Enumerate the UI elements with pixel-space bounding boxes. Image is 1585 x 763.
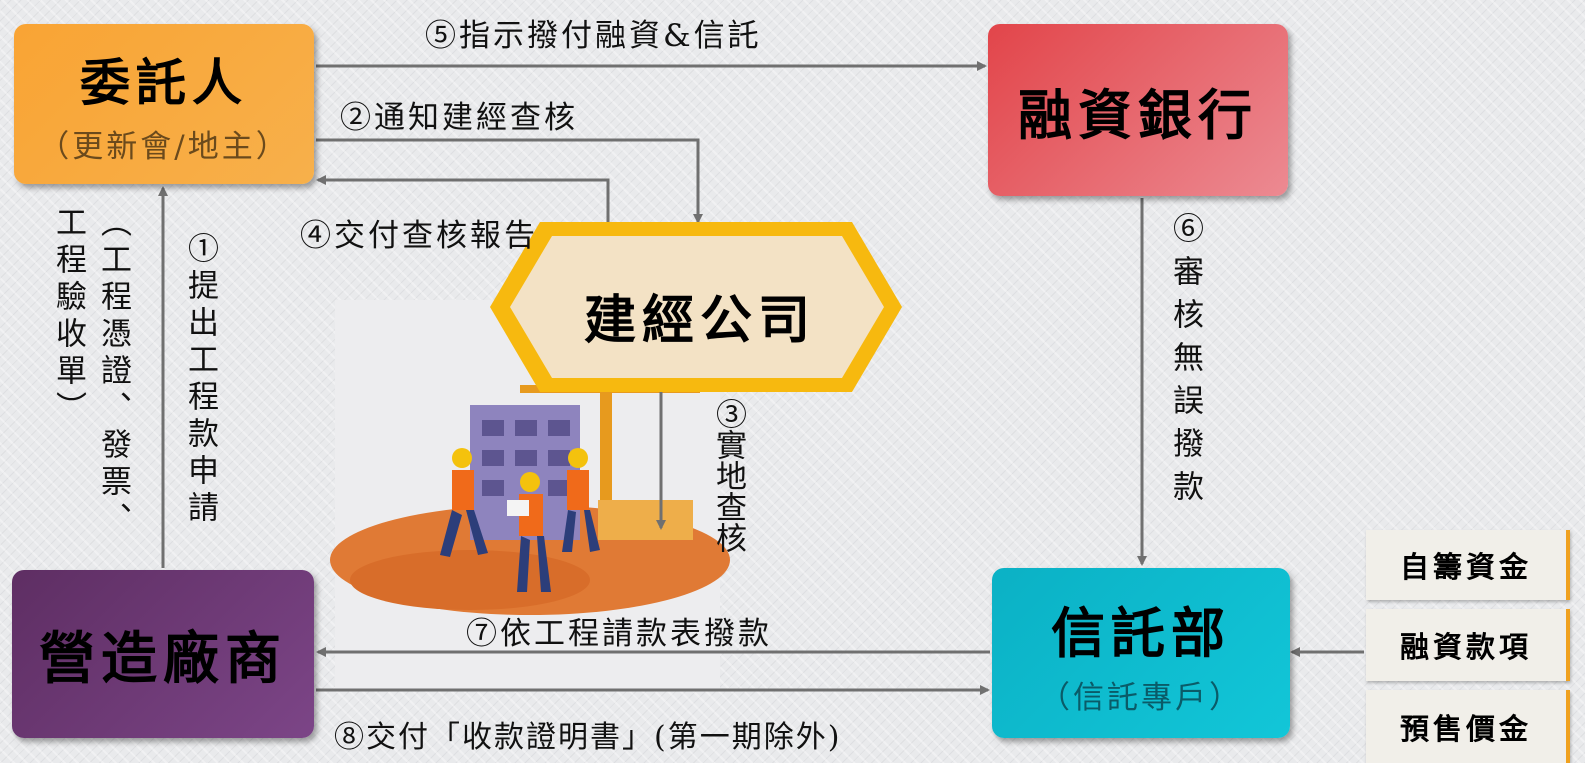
node-bank: 融資銀行 bbox=[988, 24, 1288, 196]
supervisor-title: 建經公司 bbox=[583, 290, 816, 351]
label-step5: ⑤指示撥付融資&信託 bbox=[425, 18, 762, 54]
worker-left bbox=[440, 448, 488, 557]
funding-source-presale: 預售價金 bbox=[1366, 690, 1570, 763]
label-step2: ②通知建經查核 bbox=[340, 100, 578, 136]
label-step1-note: （工程憑證、發票、工程驗收單） bbox=[50, 206, 131, 539]
arrow-step2 bbox=[316, 138, 703, 224]
label-step7: ⑦依工程請款表撥款 bbox=[466, 616, 772, 652]
ground-shape-2 bbox=[350, 550, 590, 610]
funding-source-loan: 融資款項 bbox=[1366, 609, 1570, 681]
arrow-step4 bbox=[316, 175, 610, 222]
label-step8: ⑧交付「收款證明書」(第一期除外) bbox=[334, 720, 842, 755]
contractor-title: 營造廠商 bbox=[39, 625, 287, 692]
label-step1: ①提出工程款申請 bbox=[182, 232, 218, 528]
supervisor-hexagon-fill bbox=[510, 236, 884, 378]
node-consignor: 委託人 （更新會/地主） bbox=[14, 24, 314, 184]
worker-middle bbox=[507, 472, 551, 592]
lumber-pile bbox=[598, 500, 693, 540]
funding-source-self: 自籌資金 bbox=[1366, 530, 1570, 600]
label-step6: ⑥審核無誤撥款 bbox=[1167, 212, 1203, 513]
node-contractor: 營造廠商 bbox=[12, 570, 314, 738]
label-step4: ④交付查核報告 bbox=[300, 218, 538, 254]
bank-title: 融資銀行 bbox=[1018, 82, 1258, 147]
consignor-title: 委託人 bbox=[80, 52, 248, 112]
consignor-subtitle: （更新會/地主） bbox=[38, 128, 290, 165]
trust-title: 信託部 bbox=[1051, 601, 1231, 665]
trust-subtitle: （信託專戶） bbox=[1039, 680, 1243, 716]
label-step3: ③實地查核 bbox=[710, 398, 746, 553]
worker-right bbox=[562, 448, 600, 552]
node-trust: 信託部 （信託專戶） bbox=[992, 568, 1290, 738]
